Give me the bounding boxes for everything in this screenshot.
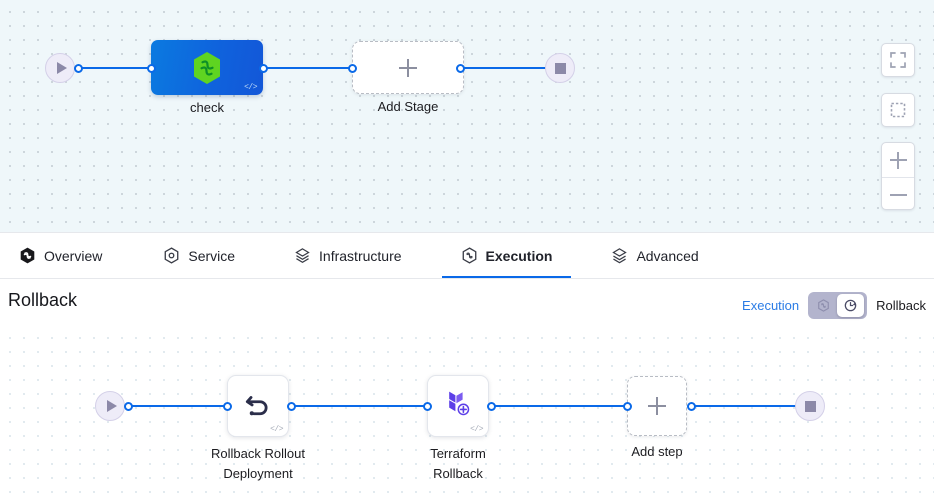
advanced-layers-icon (612, 248, 628, 264)
step-label-line1: Rollback Rollout (211, 446, 305, 461)
add-stage-node[interactable] (352, 41, 464, 94)
step-label-rollback-rollout-deployment: Rollback Rollout Deployment (188, 446, 328, 482)
stop-icon (804, 400, 816, 412)
play-icon (106, 400, 117, 412)
tab-service[interactable]: Service (161, 233, 237, 279)
rollback-start-node[interactable] (95, 391, 125, 421)
rollback-end-node[interactable] (795, 391, 825, 421)
port-addstage-in[interactable] (348, 63, 357, 73)
rollback-clock-icon (844, 299, 857, 312)
plus-icon (648, 397, 666, 415)
step-node-terraform-rollback[interactable]: </> (427, 375, 489, 437)
execution-rollback-toggle[interactable] (808, 292, 868, 319)
execution-hexagon-icon (462, 247, 476, 264)
tab-infrastructure[interactable]: Infrastructure (292, 233, 403, 279)
step-node-rollback-rollout-deployment[interactable]: </> (227, 375, 289, 437)
code-badge: </> (470, 425, 483, 434)
execution-hexagon-icon (818, 299, 829, 312)
edge-start-to-step1 (128, 405, 226, 407)
edge-addstage-to-end (459, 67, 552, 69)
harness-hexagon-icon (194, 51, 220, 84)
tab-label: Service (188, 247, 236, 264)
zoom-controls[interactable] (881, 142, 915, 210)
select-area-button[interactable] (881, 93, 915, 127)
fit-screen-icon (890, 52, 906, 68)
port-step1-out[interactable] (287, 401, 296, 411)
harness-hexagon-dark-icon (20, 247, 35, 264)
edge-step1-to-step2 (292, 405, 430, 407)
port-step2-in[interactable] (423, 401, 432, 411)
edge-check-to-addstage (262, 67, 356, 69)
tab-label: Overview (44, 247, 103, 264)
code-badge: </> (244, 83, 257, 92)
tab-execution[interactable]: Execution (441, 233, 572, 279)
toggle-label-execution[interactable]: Execution (742, 298, 800, 313)
service-hexagon-icon (164, 247, 179, 264)
fit-to-screen-button[interactable] (881, 43, 915, 77)
add-step-node[interactable] (627, 376, 687, 436)
execution-rollback-toggle-group[interactable]: Execution Rollback (742, 292, 926, 319)
stage-label-check: check (190, 100, 224, 115)
port-start-out[interactable] (74, 63, 83, 73)
stage-canvas[interactable]: </> check Add Stage (0, 0, 934, 232)
toggle-segment-rollback[interactable] (837, 294, 865, 317)
port-check-out[interactable] (259, 63, 268, 73)
tab-overview[interactable]: Overview (17, 233, 104, 279)
page-title: Rollback (8, 290, 78, 310)
edge-step2-to-addstep (492, 405, 630, 407)
toggle-segment-execution[interactable] (810, 294, 837, 317)
play-icon (56, 62, 67, 74)
port-addstage-out[interactable] (456, 63, 465, 73)
edge-start-to-check (78, 67, 156, 69)
step-label-line2: Rollback (433, 466, 483, 481)
pipeline-end-node[interactable] (545, 53, 575, 83)
toggle-label-rollback[interactable]: Rollback (876, 298, 926, 313)
port-step2-out[interactable] (487, 401, 496, 411)
edge-addstep-to-end (692, 405, 804, 407)
zoom-in-button[interactable] (882, 143, 914, 177)
tab-advanced[interactable]: Advanced (609, 233, 700, 279)
stage-node-check[interactable]: </> (151, 40, 263, 95)
port-addstep-in[interactable] (623, 401, 632, 411)
plus-icon (399, 58, 417, 77)
tab-label: Advanced (636, 247, 699, 264)
port-check-in[interactable] (147, 63, 156, 73)
rollback-step-canvas[interactable]: </> Rollback Rollout Deployment </> Terr… (0, 326, 934, 500)
infrastructure-layers-icon (295, 248, 310, 264)
dashed-square-icon (890, 102, 906, 118)
zoom-out-button[interactable] (882, 177, 914, 209)
pipeline-start-node[interactable] (45, 53, 75, 83)
port-addstep-out[interactable] (687, 401, 696, 411)
code-badge: </> (270, 425, 283, 434)
plus-icon (889, 151, 907, 169)
step-label-terraform-rollback: Terraform Rollback (398, 446, 518, 482)
minus-icon (889, 193, 907, 196)
add-step-label: Add step (631, 444, 683, 459)
step-label-line1: Terraform (430, 446, 486, 461)
port-rb-start-out[interactable] (124, 401, 133, 411)
terraform-icon (449, 391, 470, 416)
rollback-header: Rollback Execution (0, 278, 934, 326)
undo-arrow-icon (245, 396, 268, 416)
stop-icon (554, 62, 566, 74)
stage-tabs[interactable]: Overview Service Infrastructure Exe (0, 232, 934, 279)
add-stage-label: Add Stage (377, 99, 439, 114)
tab-label: Execution (485, 247, 553, 264)
tab-label: Infrastructure (319, 247, 402, 264)
step-label-line2: Deployment (223, 466, 293, 481)
port-step1-in[interactable] (223, 401, 232, 411)
